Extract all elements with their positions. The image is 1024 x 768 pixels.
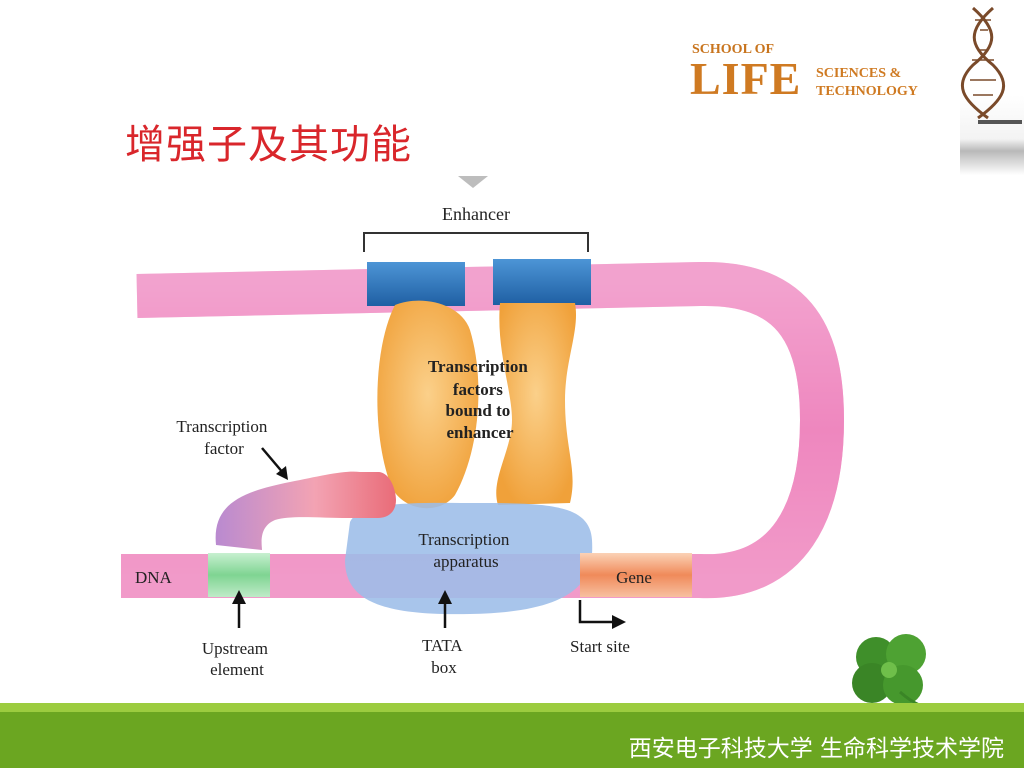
svg-text:Transcription apparatus: Transcription apparatus (418, 530, 513, 571)
apparatus-line-1: Transcription (418, 530, 509, 549)
logo-sciences-text: SCIENCES & (816, 66, 902, 81)
logo-school-text: SCHOOL OF (692, 42, 775, 57)
slide-title: 增强子及其功能 (125, 122, 412, 168)
upstream-line-1: Upstream (202, 639, 268, 658)
svg-text:Upstream element: Upstream element (202, 639, 272, 679)
school-logo: SCHOOL OF LIFE SCIENCES & TECHNOLOGY (690, 42, 950, 112)
transcription-factor (215, 471, 396, 550)
tf-bound-line-3: bound to (446, 401, 511, 420)
enhancer-element-1 (367, 262, 465, 306)
logo-life-text: LIFE (690, 53, 802, 104)
logo-technology-text: TECHNOLOGY (816, 84, 918, 99)
footer-text: 西安电子科技大学 生命科学技术学院 (628, 736, 1004, 762)
svg-text:Transcription factor: Transcription factor (176, 417, 271, 458)
apparatus-line-2: apparatus (433, 552, 498, 571)
tata-line-2: box (431, 658, 457, 677)
tf-bound-line-4: enhancer (446, 423, 514, 442)
svg-text:Transcription factors: Transcription factors bound to enhancer (428, 357, 532, 442)
tf-bound-line-2: factors (453, 380, 503, 399)
footer-bar (0, 712, 1024, 768)
upstream-element (208, 553, 270, 597)
start-site-label: Start site (570, 637, 630, 656)
tata-line-1: TATA (422, 636, 463, 655)
tf-line-1: Transcription (176, 417, 267, 436)
gene-label: Gene (616, 568, 652, 587)
svg-text:TATA box: TATA box (422, 636, 466, 677)
enhancer-label: Enhancer (442, 204, 510, 224)
bound-tf-left (377, 300, 479, 509)
upstream-line-2: element (210, 660, 264, 679)
tf-line-2: factor (204, 439, 244, 458)
tf-bound-line-1: Transcription (428, 357, 528, 376)
bound-tf-right (496, 303, 577, 505)
enhancer-element-2 (493, 259, 591, 305)
transcription-apparatus (345, 502, 593, 615)
footer-accent-line (0, 703, 1024, 712)
dna-helix-icon (960, 6, 1024, 175)
gene-region (580, 553, 692, 597)
dna-label: DNA (135, 568, 173, 587)
